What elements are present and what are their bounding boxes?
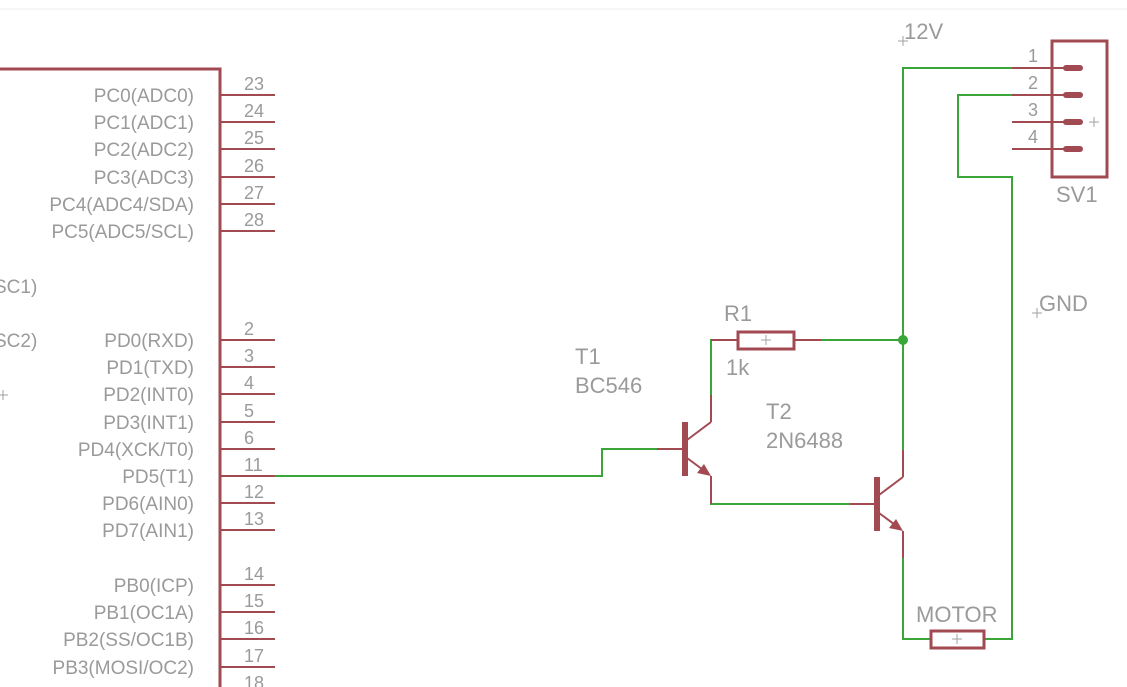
- mcu-pin-name: PC5(ADC5/SCL): [51, 222, 194, 243]
- transistor-t1: T1 BC546: [575, 344, 712, 504]
- t1-emitter-arrow: [697, 464, 711, 476]
- motor-load: MOTOR: [916, 602, 997, 650]
- r1-name-label: R1: [724, 301, 752, 326]
- mcu-pin-number: 13: [244, 509, 264, 529]
- mcu-pin-number: 27: [244, 183, 264, 203]
- mcu-pin-name: PD1(TXD): [106, 358, 194, 379]
- sv1-pin-number: 1: [1028, 46, 1038, 66]
- mcu-left-pin-label: SC1): [0, 277, 37, 298]
- wire-pd5-t1-base: [275, 448, 657, 477]
- mcu-pin-name: PB0(ICP): [114, 576, 194, 597]
- wire-t1-emitter-t2-base: [710, 476, 850, 505]
- t1-value-label: BC546: [575, 373, 642, 398]
- t2-name-label: T2: [766, 399, 792, 424]
- mcu-pin-number: 2: [244, 319, 254, 339]
- mcu-pin-number: 6: [244, 428, 254, 448]
- junction-dot: [898, 335, 908, 345]
- mcu-outline: [0, 67, 222, 687]
- t2-emitter-arrow: [889, 519, 903, 531]
- mcu-pin-number: 18: [244, 673, 264, 687]
- connector-sv1: 1 2 3 4 SV1: [1012, 39, 1109, 207]
- sv1-pin-number: 2: [1028, 73, 1038, 93]
- r1-value-label: 1k: [726, 355, 750, 380]
- net-12v-label: 12V: [898, 19, 943, 46]
- mcu-pin-number: 4: [244, 373, 254, 393]
- resistor-r1: R1 1k: [711, 301, 821, 380]
- mcu-pin-name: PB2(SS/OC1B): [63, 630, 194, 651]
- t1-name-label: T1: [575, 344, 601, 369]
- mcu-pin-name: PD6(AIN0): [102, 494, 194, 515]
- mcu-pin-name: PC3(ADC3): [94, 168, 194, 189]
- resistor-r1-body: [736, 330, 796, 351]
- mcu-pin-name: PB1(OC1A): [94, 603, 194, 624]
- mcu-pin-name: PB4(MISO): [97, 685, 194, 687]
- mcu-pin-number: 24: [244, 101, 264, 121]
- sv1-body: [1050, 39, 1109, 179]
- mcu-pin-number: 26: [244, 156, 264, 176]
- mcu-pin-name: PD7(AIN1): [102, 521, 194, 542]
- mcu-pin-number: 3: [244, 346, 254, 366]
- mcu-pin-name: PC2(ADC2): [94, 140, 194, 161]
- wires: [275, 67, 1013, 640]
- transistor-t2: T2 2N6488: [766, 399, 904, 558]
- mcu-pin-number: 25: [244, 128, 264, 148]
- mcu-pin-name: PD5(T1): [122, 467, 194, 488]
- mcu-pin-number: 11: [244, 455, 263, 475]
- mcu-pin-name: PD3(INT1): [103, 413, 194, 434]
- mcu-left-pin-label: SC2): [0, 331, 37, 352]
- net-gnd-label: GND: [1032, 291, 1088, 318]
- mcu-pin-name: PD0(RXD): [104, 331, 194, 352]
- mcu-pin-name: PC0(ADC0): [94, 86, 194, 107]
- mcu-pin-number: 16: [244, 618, 264, 638]
- mcu-pin-name: PD4(XCK/T0): [78, 440, 194, 461]
- mcu-pin-number: 28: [244, 210, 264, 230]
- mcu-pins: PC0(ADC0)23PC1(ADC1)24PC2(ADC2)25PC3(ADC…: [49, 74, 275, 687]
- t2-value-label: 2N6488: [766, 428, 843, 453]
- mcu-symbol: SC1) SC2) PC0(ADC0)23PC1(ADC1)24PC2(ADC2…: [0, 67, 275, 687]
- sv1-pin-number: 3: [1028, 100, 1038, 120]
- wire-t2-emitter-motor: [902, 558, 931, 640]
- net-gnd-text: GND: [1039, 291, 1088, 316]
- motor-body: [929, 629, 986, 650]
- mcu-pin-number: 12: [244, 482, 264, 502]
- mcu-pin-name: PB3(MOSI/OC2): [53, 658, 194, 679]
- mcu-pin-name: PD2(INT0): [103, 385, 194, 406]
- net-12v-text: 12V: [904, 19, 943, 44]
- wire-gnd: [957, 94, 1013, 640]
- origin-cross: [0, 390, 8, 400]
- mcu-pin-name: PC1(ADC1): [94, 113, 194, 134]
- mcu-pin-number: 17: [244, 646, 264, 666]
- mcu-pin-number: 5: [244, 401, 254, 421]
- mcu-pin-number: 14: [244, 564, 264, 584]
- sv1-name-label: SV1: [1056, 182, 1098, 207]
- sv1-pin-number: 4: [1028, 127, 1038, 147]
- mcu-pin-number: 15: [244, 591, 264, 611]
- mcu-pin-name: PC4(ADC4/SDA): [49, 195, 194, 216]
- motor-label: MOTOR: [916, 602, 997, 627]
- mcu-pin-number: 23: [244, 74, 264, 94]
